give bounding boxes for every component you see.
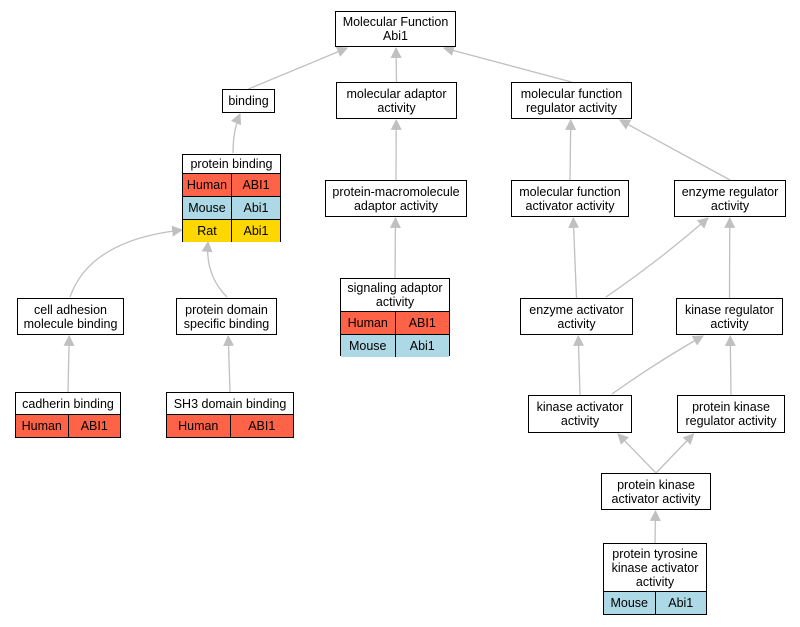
annotation-row: Mouse Abi1 bbox=[341, 334, 449, 357]
edge-molecular_adaptor-to-mf_root bbox=[390, 46, 402, 83]
gene-cell: ABI1 bbox=[229, 415, 294, 437]
edge-enzyme_activator-to-enzyme_regulator bbox=[605, 217, 709, 298]
go-term-label: protein-macromolecule adaptor activity bbox=[332, 184, 460, 213]
go-term-node-protein-tyrosine-kinase-activator[interactable]: protein tyrosine kinase activator activi… bbox=[603, 543, 707, 615]
species-cell: Human bbox=[178, 419, 219, 433]
edge-kinase_activator-to-kinase_regulator bbox=[611, 335, 704, 395]
go-term-label: cadherin binding bbox=[22, 396, 114, 411]
gene-cell: ABI1 bbox=[67, 415, 121, 437]
annotation-row: Human ABI1 bbox=[16, 414, 120, 437]
go-term-label: molecular adaptor activity bbox=[346, 86, 447, 115]
gene-cell: ABI1 bbox=[394, 312, 450, 334]
go-term-node-protein-macromolecule-adaptor[interactable]: protein-macromolecule adaptor activity bbox=[325, 180, 467, 217]
species-cell: Rat bbox=[197, 224, 217, 238]
go-term-label: SH3 domain binding bbox=[173, 396, 287, 411]
edge-protein_binding-to-binding bbox=[230, 112, 242, 154]
go-term-label: signaling adaptor activity bbox=[347, 281, 443, 309]
go-term-node-enzyme-activator[interactable]: enzyme activator activity bbox=[520, 298, 633, 335]
edge-protein_kinase_activator-to-kinase_activator bbox=[617, 433, 657, 474]
species-cell: Mouse bbox=[188, 201, 226, 215]
go-term-node-protein-kinase-regulator[interactable]: protein kinase regulator activity bbox=[677, 395, 785, 433]
gene-cell: Abi1 bbox=[231, 197, 280, 219]
edge-binding-to-mf_root bbox=[248, 46, 349, 90]
gene-cell: Abi1 bbox=[394, 335, 450, 357]
edge-mf_regulator-to-mf_root bbox=[442, 45, 572, 83]
species-cell: Human bbox=[347, 316, 388, 330]
go-term-label: kinase activator activity bbox=[536, 400, 624, 428]
go-term-node-protein-kinase-activator[interactable]: protein kinase activator activity bbox=[601, 473, 711, 510]
go-term-label: protein domain specific binding bbox=[183, 302, 270, 331]
go-term-label: molecular function regulator activity bbox=[520, 86, 623, 115]
edge-signaling_adaptor-to-protein_macromolecule_adaptor bbox=[389, 216, 401, 279]
edge-enzyme_regulator-to-mf_regulator bbox=[618, 119, 731, 181]
go-term-node-cell-adhesion-binding[interactable]: cell adhesion molecule binding bbox=[17, 298, 124, 335]
gene-cell: ABI1 bbox=[231, 174, 280, 196]
gene-cell: Abi1 bbox=[231, 220, 280, 242]
edge-enzyme_activator-to-mf_activator bbox=[568, 216, 580, 299]
go-term-node-protein-domain-binding[interactable]: protein domain specific binding bbox=[176, 298, 277, 335]
gene-cell: Abi1 bbox=[654, 592, 707, 614]
annotation-row: Human ABI1 bbox=[341, 311, 449, 334]
edge-sh3_domain_binding-to-protein_domain_binding bbox=[223, 334, 235, 393]
go-term-label: enzyme activator activity bbox=[529, 302, 624, 331]
go-term-node-mf-activator[interactable]: molecular function activator activity bbox=[511, 180, 629, 217]
go-term-label: cell adhesion molecule binding bbox=[23, 302, 118, 331]
go-term-node-kinase-activator[interactable]: kinase activator activity bbox=[528, 395, 632, 433]
edge-cadherin_binding-to-cell_adhesion_binding bbox=[63, 334, 75, 393]
edge-protein_kinase_activator-to-protein_kinase_regulator bbox=[655, 433, 695, 474]
go-term-node-molecular-adaptor[interactable]: molecular adaptor activity bbox=[336, 82, 457, 119]
go-term-label: kinase regulator activity bbox=[685, 302, 774, 331]
go-term-label: Molecular Function Abi1 bbox=[342, 15, 449, 43]
annotation-row: Rat Abi1 bbox=[183, 219, 280, 242]
go-term-label: protein kinase regulator activity bbox=[685, 400, 777, 428]
go-term-node-binding[interactable]: binding bbox=[222, 89, 275, 113]
go-term-label: enzyme regulator activity bbox=[681, 184, 779, 213]
annotation-row: Mouse Abi1 bbox=[183, 196, 280, 219]
go-term-label: protein binding bbox=[190, 157, 273, 171]
go-term-node-enzyme-regulator[interactable]: enzyme regulator activity bbox=[674, 180, 786, 217]
species-cell: Mouse bbox=[348, 339, 387, 353]
go-term-node-mf-root[interactable]: Molecular Function Abi1 bbox=[335, 11, 456, 47]
annotation-row: Human ABI1 bbox=[167, 414, 293, 437]
go-term-node-kinase-regulator[interactable]: kinase regulator activity bbox=[676, 298, 783, 335]
go-term-label: binding bbox=[228, 94, 269, 108]
species-cell: Human bbox=[21, 419, 62, 433]
go-term-label: protein kinase activator activity bbox=[611, 477, 701, 506]
species-cell: Human bbox=[186, 178, 228, 192]
edge-mf_activator-to-mf_regulator bbox=[565, 118, 577, 181]
edge-protein_tyrosine_kinase_activator-to-protein_kinase_activator bbox=[649, 509, 661, 544]
edge-kinase_activator-to-enzyme_activator bbox=[573, 334, 585, 396]
species-cell: Mouse bbox=[610, 596, 649, 610]
annotation-row: Mouse Abi1 bbox=[604, 591, 706, 614]
edge-cell_adhesion_binding-to-protein_binding bbox=[69, 225, 184, 298]
go-term-label: protein tyrosine kinase activator activi… bbox=[611, 546, 699, 589]
go-term-label: molecular function activator activity bbox=[519, 184, 621, 213]
go-term-node-mf-regulator[interactable]: molecular function regulator activity bbox=[511, 82, 632, 119]
edge-protein_kinase_regulator-to-kinase_regulator bbox=[724, 334, 736, 396]
edge-protein_domain_binding-to-protein_binding bbox=[201, 240, 228, 298]
